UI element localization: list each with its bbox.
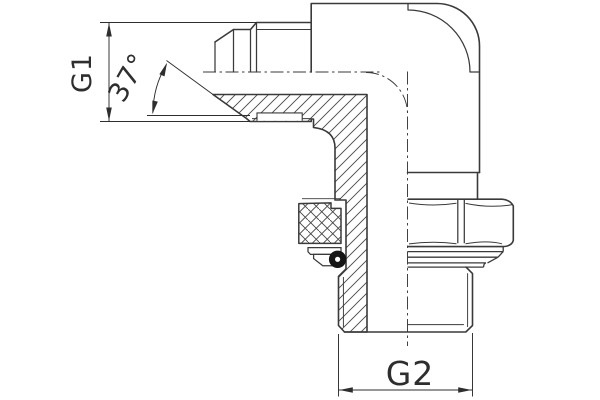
hex-chamfer-arcs — [408, 202, 513, 245]
angle-label: 37° — [103, 48, 155, 108]
centerlines — [203, 71, 408, 346]
dimension-g1: G1 — [67, 22, 257, 122]
fitting-outline — [214, 2, 481, 333]
g2-arrow-left — [339, 387, 353, 393]
g1-arrow-down — [106, 107, 112, 121]
hex-corner-edges — [457, 199, 465, 244]
thread-relief-notch — [256, 112, 303, 121]
g2-dim-lines — [338, 333, 473, 397]
thread-root-lines — [252, 118, 469, 327]
male-end-edges — [214, 21, 258, 73]
locknut-section — [298, 198, 347, 268]
elbow-outer — [310, 2, 481, 174]
body-section — [212, 93, 469, 333]
angle-arrow-bottom — [149, 100, 158, 115]
g1-arrow-up — [106, 23, 112, 37]
stud-outline — [343, 266, 474, 333]
body-section-outline — [212, 93, 368, 333]
washer-stack — [407, 246, 504, 268]
locknut-hex — [407, 198, 515, 268]
g2-arrow-right — [458, 387, 472, 393]
shoulder — [406, 171, 481, 200]
angle-arrow-top — [159, 61, 170, 77]
angle-reference-lines — [147, 60, 250, 116]
dimension-label-g1: G1 — [67, 53, 98, 93]
g1-dim-lines — [100, 22, 257, 122]
elbow-inner-bend — [407, 2, 481, 73]
nut-section-block — [298, 202, 342, 245]
male-end-top — [214, 21, 312, 43]
o-ring-seal — [328, 250, 347, 268]
hex-outline — [407, 198, 515, 248]
dimension-g2: G2 — [338, 333, 473, 397]
dimension-label-g2: G2 — [386, 354, 435, 393]
bend-centerline — [365, 72, 408, 115]
